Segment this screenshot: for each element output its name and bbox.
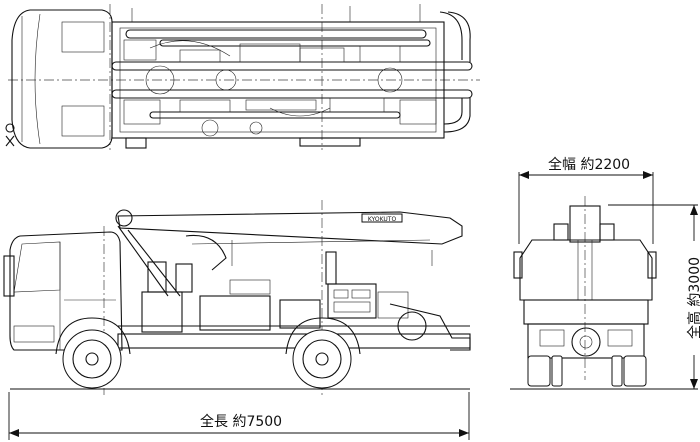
boom-badge-text: KYOKUTO bbox=[368, 216, 397, 223]
side-view: KYOKUTO bbox=[3, 200, 471, 395]
length-dimension bbox=[8, 392, 470, 440]
overall-width-label: 全幅 約2200 bbox=[546, 157, 633, 173]
overall-height-label: 全高 約3000 bbox=[687, 241, 700, 355]
top-view bbox=[5, 4, 480, 150]
rear-view bbox=[510, 196, 660, 390]
front-wheel bbox=[62, 329, 122, 389]
rear-wheel bbox=[292, 329, 352, 389]
overall-length-label: 全長 約7500 bbox=[198, 414, 285, 430]
width-dimension bbox=[518, 171, 654, 244]
boom-badge bbox=[361, 213, 403, 223]
control-panel bbox=[327, 283, 377, 319]
